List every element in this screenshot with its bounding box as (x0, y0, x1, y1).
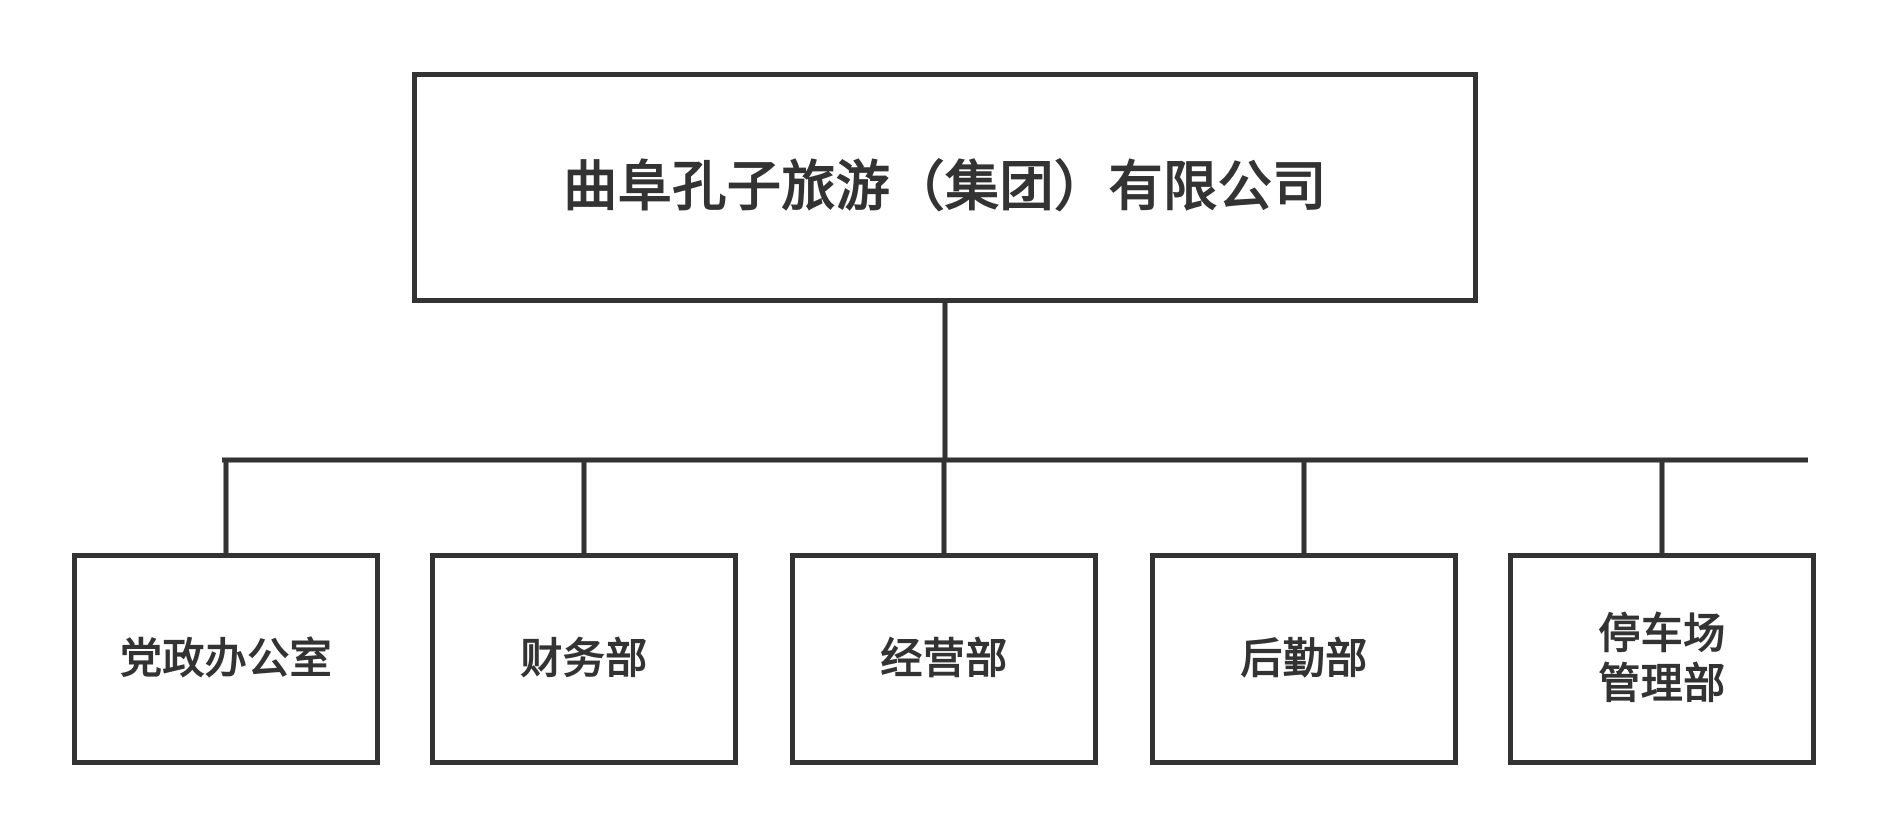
org-node-parking-management-dept[interactable]: 停车场 管理部 (1508, 553, 1816, 765)
org-node-leaf-4-label: 停车场 管理部 (1598, 610, 1726, 707)
org-node-leaf-1-label: 财务部 (520, 635, 648, 683)
org-node-leaf-3-label: 后勤部 (1240, 635, 1368, 683)
org-node-finance-dept[interactable]: 财务部 (430, 553, 738, 765)
org-node-root[interactable]: 曲阜孔子旅游（集团）有限公司 (412, 72, 1478, 303)
org-node-leaf-2-label: 经营部 (880, 635, 1008, 683)
org-node-root-label: 曲阜孔子旅游（集团）有限公司 (563, 156, 1327, 217)
org-node-leaf-0-label: 党政办公室 (119, 635, 333, 683)
org-node-logistics-dept[interactable]: 后勤部 (1150, 553, 1458, 765)
org-node-dangzheng-office[interactable]: 党政办公室 (72, 553, 380, 765)
org-node-operations-dept[interactable]: 经营部 (790, 553, 1098, 765)
